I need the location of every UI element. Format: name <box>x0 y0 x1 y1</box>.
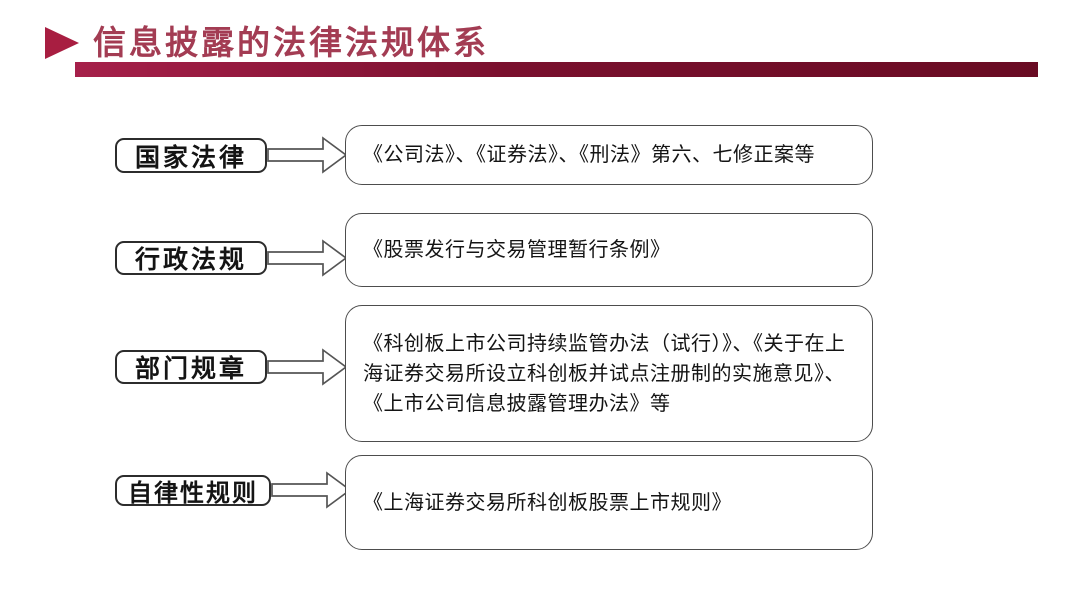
content-text: 《股票发行与交易管理暂行条例》 <box>363 239 671 261</box>
category-label-box-administrative-regulations: 行政法规 <box>115 241 267 275</box>
right-arrow-icon <box>267 348 348 386</box>
content-text: 《公司法》、《证券法》、《刑法》第六、七修正案等 <box>363 144 815 166</box>
category-label: 自律性规则 <box>128 481 258 507</box>
content-box-departmental-rules: 《科创板上市公司持续监管办法（试行）》、《关于在上海证券交易所设立科创板并试点注… <box>345 305 873 442</box>
category-label-box-national-law: 国家法律 <box>115 138 267 173</box>
content-box-self-regulatory-rules: 《上海证券交易所科创板股票上市规则》 <box>345 455 873 550</box>
title-underline-bar <box>75 62 1038 77</box>
right-arrow-icon <box>267 239 348 277</box>
category-label-box-departmental-rules: 部门规章 <box>115 350 267 384</box>
right-arrow-icon <box>267 136 348 174</box>
right-arrow-icon <box>271 471 352 509</box>
content-box-national-law: 《公司法》、《证券法》、《刑法》第六、七修正案等 <box>345 125 873 185</box>
title-bullet-triangle-icon <box>45 27 79 59</box>
content-text: 《上海证券交易所科创板股票上市规则》 <box>363 491 732 514</box>
category-label: 国家法律 <box>134 144 247 172</box>
content-box-administrative-regulations: 《股票发行与交易管理暂行条例》 <box>345 213 873 287</box>
category-label: 行政法规 <box>134 247 247 274</box>
category-label: 部门规章 <box>134 356 247 383</box>
page-title: 信息披露的法律法规体系 <box>93 26 489 62</box>
content-text: 《科创板上市公司持续监管办法（试行）》、《关于在上海证券交易所设立科创板并试点注… <box>363 332 846 415</box>
category-label-box-self-regulatory-rules: 自律性规则 <box>115 475 271 507</box>
